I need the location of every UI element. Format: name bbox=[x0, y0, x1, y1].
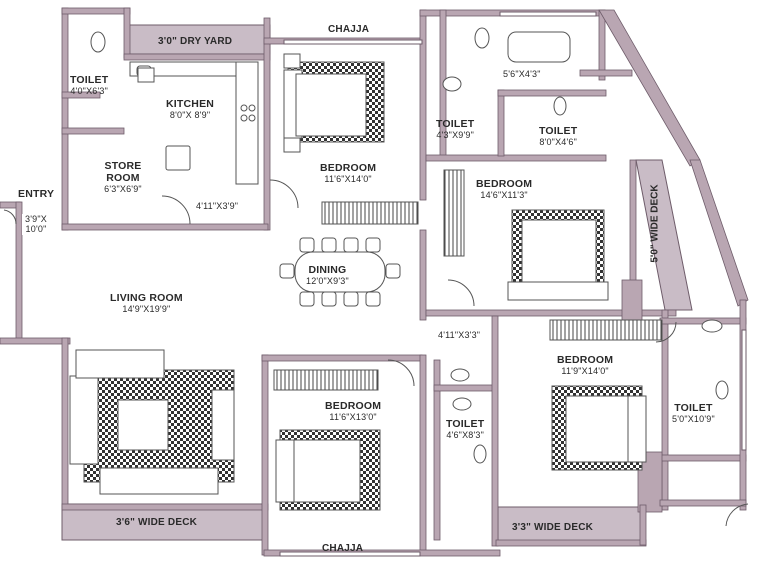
dry-yard-band bbox=[127, 24, 271, 55]
room-name: TOILET bbox=[70, 74, 109, 86]
living-room-label: LIVING ROOM 14'9"X19'9" bbox=[110, 292, 183, 314]
room-dims: 8'0"X4'6" bbox=[539, 137, 577, 148]
room-name: TOILET bbox=[674, 402, 713, 414]
bedroom-center-label: BEDROOM 11'6"X13'0" bbox=[325, 400, 381, 422]
room-name: KITCHEN bbox=[166, 98, 215, 110]
chajja-bottom-label: CHAJJA bbox=[322, 543, 364, 554]
door-swings bbox=[3, 179, 749, 527]
toilet-lower-right-label: TOILET 5'0"X10'9" bbox=[672, 402, 715, 424]
bed-right bbox=[443, 169, 609, 301]
dining-table bbox=[279, 237, 401, 307]
room-dims: 6'3"X6'9" bbox=[104, 184, 142, 195]
room-name: STORE ROOM bbox=[104, 160, 142, 185]
room-dims: 14'9"X19'9" bbox=[122, 304, 171, 315]
dining-label: DINING 12'0"X9'3" bbox=[306, 264, 349, 286]
room-name: BEDROOM bbox=[476, 178, 533, 190]
toilet-lower-label: TOILET 4'6"X8'3" bbox=[446, 418, 484, 440]
room-name: TOILET bbox=[436, 118, 475, 130]
walls bbox=[0, 7, 749, 557]
room-dims: 11'9"X14'0" bbox=[561, 366, 609, 377]
toilet-kitchen-label: TOILET 4'0"X6'3" bbox=[70, 74, 108, 96]
room-dims: 4'0"X6'3" bbox=[70, 86, 108, 97]
room-dims: 12'0"X9'3" bbox=[306, 276, 349, 287]
bed-lower-right bbox=[549, 319, 663, 471]
entry-label: ENTRY bbox=[18, 188, 55, 200]
store-room-label: STORE ROOM 6'3"X6'9" bbox=[98, 160, 148, 194]
deck-bottom-band bbox=[497, 506, 642, 544]
room-name: BEDROOM bbox=[325, 400, 382, 412]
passage-kitchen-dims: 4'11"X3'9" bbox=[196, 201, 239, 211]
deck-right-band bbox=[635, 159, 693, 311]
deck-right-label: 5'0" WIDE DECK bbox=[649, 184, 661, 263]
dry-yard-label: 3'0" DRY YARD bbox=[158, 36, 233, 47]
toilet-center-label: TOILET 4'3"X9'9" bbox=[436, 118, 474, 140]
room-dims: 8'0"X 8'9" bbox=[169, 110, 211, 121]
deck-bottom-label: 3'3" WIDE DECK bbox=[512, 522, 594, 533]
room-name: BEDROOM bbox=[320, 162, 377, 174]
room-name: BEDROOM bbox=[557, 354, 614, 366]
room-dims: 5'0"X10'9" bbox=[672, 414, 715, 425]
room-dims: 14'6"X11'3" bbox=[480, 190, 528, 201]
kitchen-label: KITCHEN 8'0"X 8'9" bbox=[166, 98, 214, 120]
passage-center-dims: 4'11"X3'3" bbox=[438, 330, 481, 340]
bedroom-right-label: BEDROOM 14'6"X11'3" bbox=[476, 178, 532, 200]
bath-top-dims: 5'6"X4'3" bbox=[503, 69, 541, 79]
entry-dims: 3'9"X 10'0" bbox=[22, 214, 50, 235]
room-name: LIVING ROOM bbox=[110, 292, 183, 304]
room-dims: 11'6"X13'0" bbox=[329, 412, 377, 423]
sanitary-fixtures bbox=[90, 27, 729, 464]
room-dims: 11'6"X14'0" bbox=[324, 174, 372, 185]
toilet-right-label: TOILET 8'0"X4'6" bbox=[539, 125, 577, 147]
living-sofa-set bbox=[69, 349, 235, 495]
deck-left-label: 3'6" WIDE DECK bbox=[116, 517, 198, 528]
bed-top bbox=[283, 53, 419, 225]
bedroom-lower-right-label: BEDROOM 11'9"X14'0" bbox=[557, 354, 613, 376]
chajja-top-label: CHAJJA bbox=[328, 24, 370, 35]
windows bbox=[279, 11, 747, 557]
bed-center bbox=[273, 369, 381, 511]
room-name: DINING bbox=[308, 264, 347, 276]
room-dims: 4'6"X8'3" bbox=[446, 430, 484, 441]
room-name: TOILET bbox=[539, 125, 578, 137]
room-name: TOILET bbox=[446, 418, 485, 430]
room-dims: 4'3"X9'9" bbox=[436, 130, 474, 141]
kitchen-counter bbox=[129, 61, 259, 185]
bedroom-top-label: BEDROOM 11'6"X14'0" bbox=[320, 162, 376, 184]
